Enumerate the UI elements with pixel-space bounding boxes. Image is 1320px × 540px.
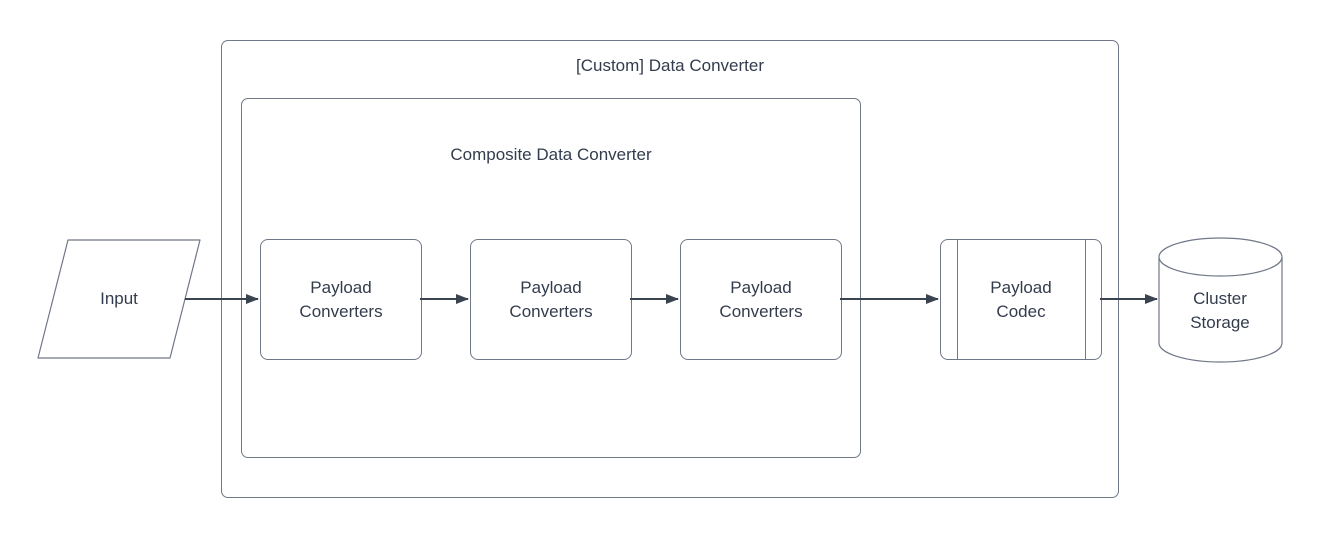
outer-container-title: [Custom] Data Converter: [575, 56, 764, 75]
outer-container-custom-data-converter: [Custom] Data Converter: [221, 40, 1119, 498]
node-cluster-storage-label: Cluster Storage: [1190, 289, 1250, 332]
codec-right-bar: [1085, 240, 1086, 359]
node-payload-converters-1: Payload Converters: [260, 239, 422, 360]
node-cluster-storage-cylinder-top: [1158, 237, 1283, 277]
node-payload-converters-3-label: Payload Converters: [719, 277, 803, 321]
codec-left-bar: [957, 240, 958, 359]
node-payload-codec: Payload Codec: [940, 239, 1102, 360]
node-payload-converters-3: Payload Converters: [680, 239, 842, 360]
inner-container-composite-data-converter: Composite Data Converter: [241, 98, 861, 458]
inner-container-title: Composite Data Converter: [450, 145, 652, 164]
node-input-label: Input: [100, 289, 138, 308]
node-payload-converters-1-label: Payload Converters: [299, 277, 383, 321]
node-payload-converters-2-label: Payload Converters: [509, 277, 593, 321]
node-payload-codec-label: Payload Codec: [990, 277, 1052, 321]
node-payload-converters-2: Payload Converters: [470, 239, 632, 360]
